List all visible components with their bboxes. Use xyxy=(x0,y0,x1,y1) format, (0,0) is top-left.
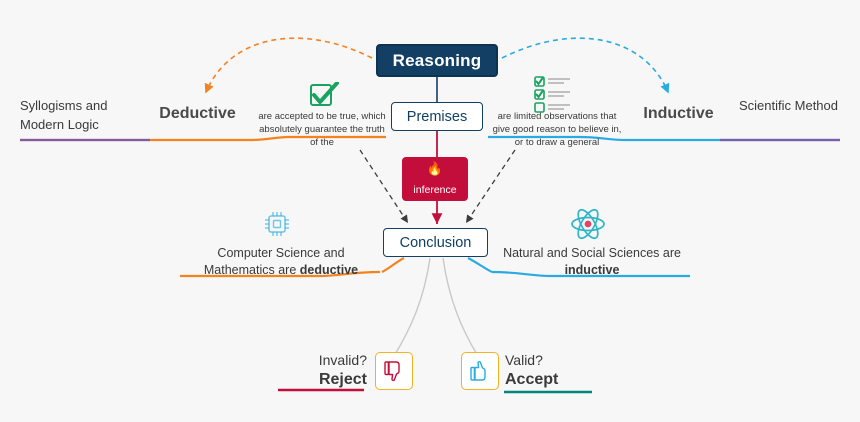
arc-reasoning-to-deductive xyxy=(204,37,373,94)
node-reasoning[interactable]: Reasoning xyxy=(376,44,498,77)
line-conclusion-to-valid xyxy=(442,257,479,357)
node-premises[interactable]: Premises xyxy=(391,102,483,131)
label-accept-action: Accept xyxy=(505,371,559,388)
node-conclusion[interactable]: Conclusion xyxy=(383,228,488,257)
node-inference-label: inference xyxy=(413,184,457,196)
thumbs-down-icon xyxy=(375,352,413,390)
node-conclusion-label: Conclusion xyxy=(399,234,472,251)
text-deductive-domains-strong: deductive xyxy=(299,263,359,277)
label-inductive-source-text: Scientific Method xyxy=(739,98,838,113)
flame-icon: 🔥 xyxy=(426,161,444,176)
microchip-icon xyxy=(262,209,292,239)
text-inductive-domains-strong: inductive xyxy=(564,263,620,277)
label-reject-action: Reject xyxy=(318,371,367,388)
text-deductive-premise-definition: are accepted to be true, which absolutel… xyxy=(258,110,386,149)
text-deductive-premise-definition-body: are accepted to be true, which absolutel… xyxy=(258,111,386,148)
label-inductive[interactable]: Inductive xyxy=(631,105,726,123)
text-inductive-premise-definition: are limited observations that give good … xyxy=(489,110,625,149)
label-deductive-source-text: Syllogisms and Modern Logic xyxy=(20,98,108,132)
node-inference[interactable]: 🔥 inference xyxy=(402,157,468,201)
checklist-icon xyxy=(534,76,592,116)
line-inductive-to-conclusion xyxy=(465,149,516,224)
line-conclusion-orange-stub xyxy=(381,257,405,273)
text-inductive-premise-definition-body: are limited observations that give good … xyxy=(492,111,622,148)
text-inductive-domains: Natural and Social Sciences are inductiv… xyxy=(487,245,697,279)
label-invalid-question: Invalid? xyxy=(318,352,367,368)
line-deductive-to-conclusion xyxy=(359,149,409,224)
green-checkmark-icon xyxy=(310,82,340,108)
text-deductive-domains: Computer Science and Mathematics are ded… xyxy=(183,245,379,279)
line-conclusion-to-invalid xyxy=(393,257,431,357)
text-inductive-domains-prefix: Natural and Social Sciences are xyxy=(503,246,681,260)
node-premises-label: Premises xyxy=(406,108,468,125)
label-deductive-text: Deductive xyxy=(159,105,236,122)
label-deductive[interactable]: Deductive xyxy=(150,105,245,123)
label-inductive-source: Scientific Method xyxy=(739,96,859,115)
label-inductive-text: Inductive xyxy=(643,105,714,122)
label-deductive-source: Syllogisms and Modern Logic xyxy=(20,96,140,134)
text-deductive-domains-prefix: Computer Science and Mathematics are xyxy=(203,246,345,277)
atom-icon xyxy=(570,207,606,241)
thumbs-up-icon xyxy=(461,352,499,390)
label-valid-verdict: Valid? Accept xyxy=(505,351,610,389)
node-reasoning-label: Reasoning xyxy=(392,50,482,70)
label-valid-question: Valid? xyxy=(505,352,543,368)
label-invalid-verdict: Invalid? Reject xyxy=(262,351,367,389)
